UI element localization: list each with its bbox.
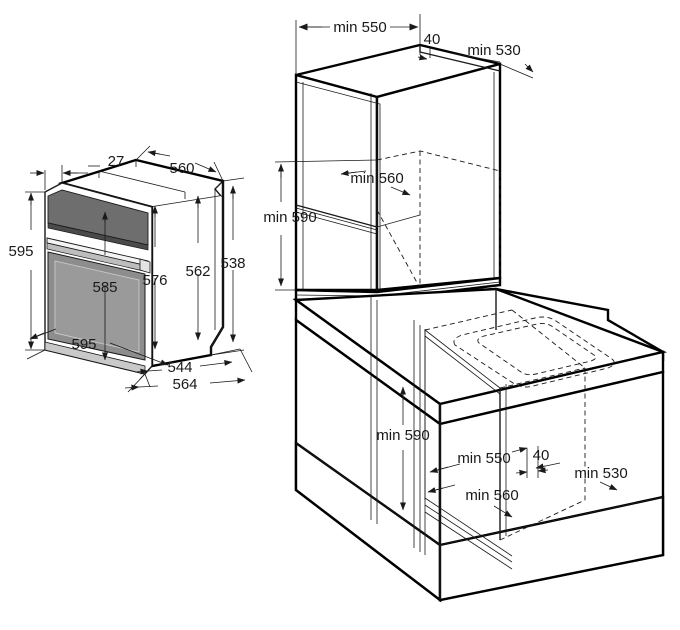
dim-label-upper-40: 40 (424, 31, 441, 48)
upper-cab-inner-edge-b (295, 81, 381, 292)
dim-label-538: 538 (220, 255, 245, 272)
oven-top-seam-1 (98, 170, 186, 193)
oven-door-glass-inner (54, 260, 140, 353)
dim-label-upper-min560: min 560 (350, 170, 403, 187)
dim-lower-min530: min 530 (535, 462, 628, 491)
dim-label-lower-min530: min 530 (574, 465, 627, 482)
oven-control-panel[interactable] (47, 189, 149, 246)
dim-oven-560: 560 (135, 145, 224, 182)
dim-oven-595-width: 595 (26, 328, 169, 388)
oven-door-bottom-edge (44, 341, 146, 375)
dim-label-562: 562 (185, 263, 210, 280)
dim-label-upper-min530: min 530 (467, 42, 520, 59)
dim-lower-min590: min 590 (376, 386, 430, 511)
oven-control-panel-edge (47, 222, 149, 251)
oven-right-side (152, 196, 221, 364)
dim-label-lower-40: 40 (533, 447, 550, 464)
dim-label-544: 544 (167, 359, 192, 376)
cabinet-figure: min 550 40 min 530 min 560 (263, 14, 668, 603)
hob-cutout-dashed (453, 316, 615, 388)
dim-label-595-height: 595 (8, 243, 33, 260)
dim-label-lower-min560: min 560 (465, 487, 518, 504)
dim-lower-min550: min 550 (429, 447, 528, 473)
dim-upper-min550: min 550 (295, 14, 421, 75)
dim-oven-562: 562 (185, 195, 211, 341)
lower-niche (424, 309, 586, 570)
dim-upper-min590: min 590 (263, 159, 378, 291)
dim-label-upper-min550: min 550 (333, 19, 386, 36)
dim-oven-585: 585 (92, 211, 118, 361)
oven-rear-edge (210, 181, 224, 348)
dim-lower-min560: min 560 (427, 484, 519, 518)
dim-upper-40: 40 (417, 31, 441, 61)
upper-niche-dashed-box (295, 150, 501, 289)
dim-label-lower-min550: min 550 (457, 450, 510, 467)
dim-label-lower-min590: min 590 (376, 427, 429, 444)
dim-oven-576: 576 (142, 205, 168, 350)
oven-figure: 27 595 595 560 (8, 145, 253, 393)
dim-label-27: 27 (108, 153, 125, 170)
dim-lower-40: 40 (515, 446, 550, 478)
dim-upper-min530: min 530 (449, 42, 534, 79)
dim-label-585: 585 (92, 279, 117, 296)
dim-label-595-width: 595 (71, 336, 96, 353)
dim-label-576: 576 (142, 272, 167, 289)
dim-upper-min560: min 560 (340, 170, 411, 196)
oven-handle-endcap (139, 258, 151, 274)
dim-oven-27: 27 (30, 153, 124, 190)
dim-label-upper-min590: min 590 (263, 209, 316, 226)
dim-label-564: 564 (172, 376, 197, 393)
dim-oven-595-height: 595 (8, 191, 45, 351)
dim-oven-564: 564 (124, 348, 253, 393)
dim-label-560: 560 (169, 160, 194, 177)
